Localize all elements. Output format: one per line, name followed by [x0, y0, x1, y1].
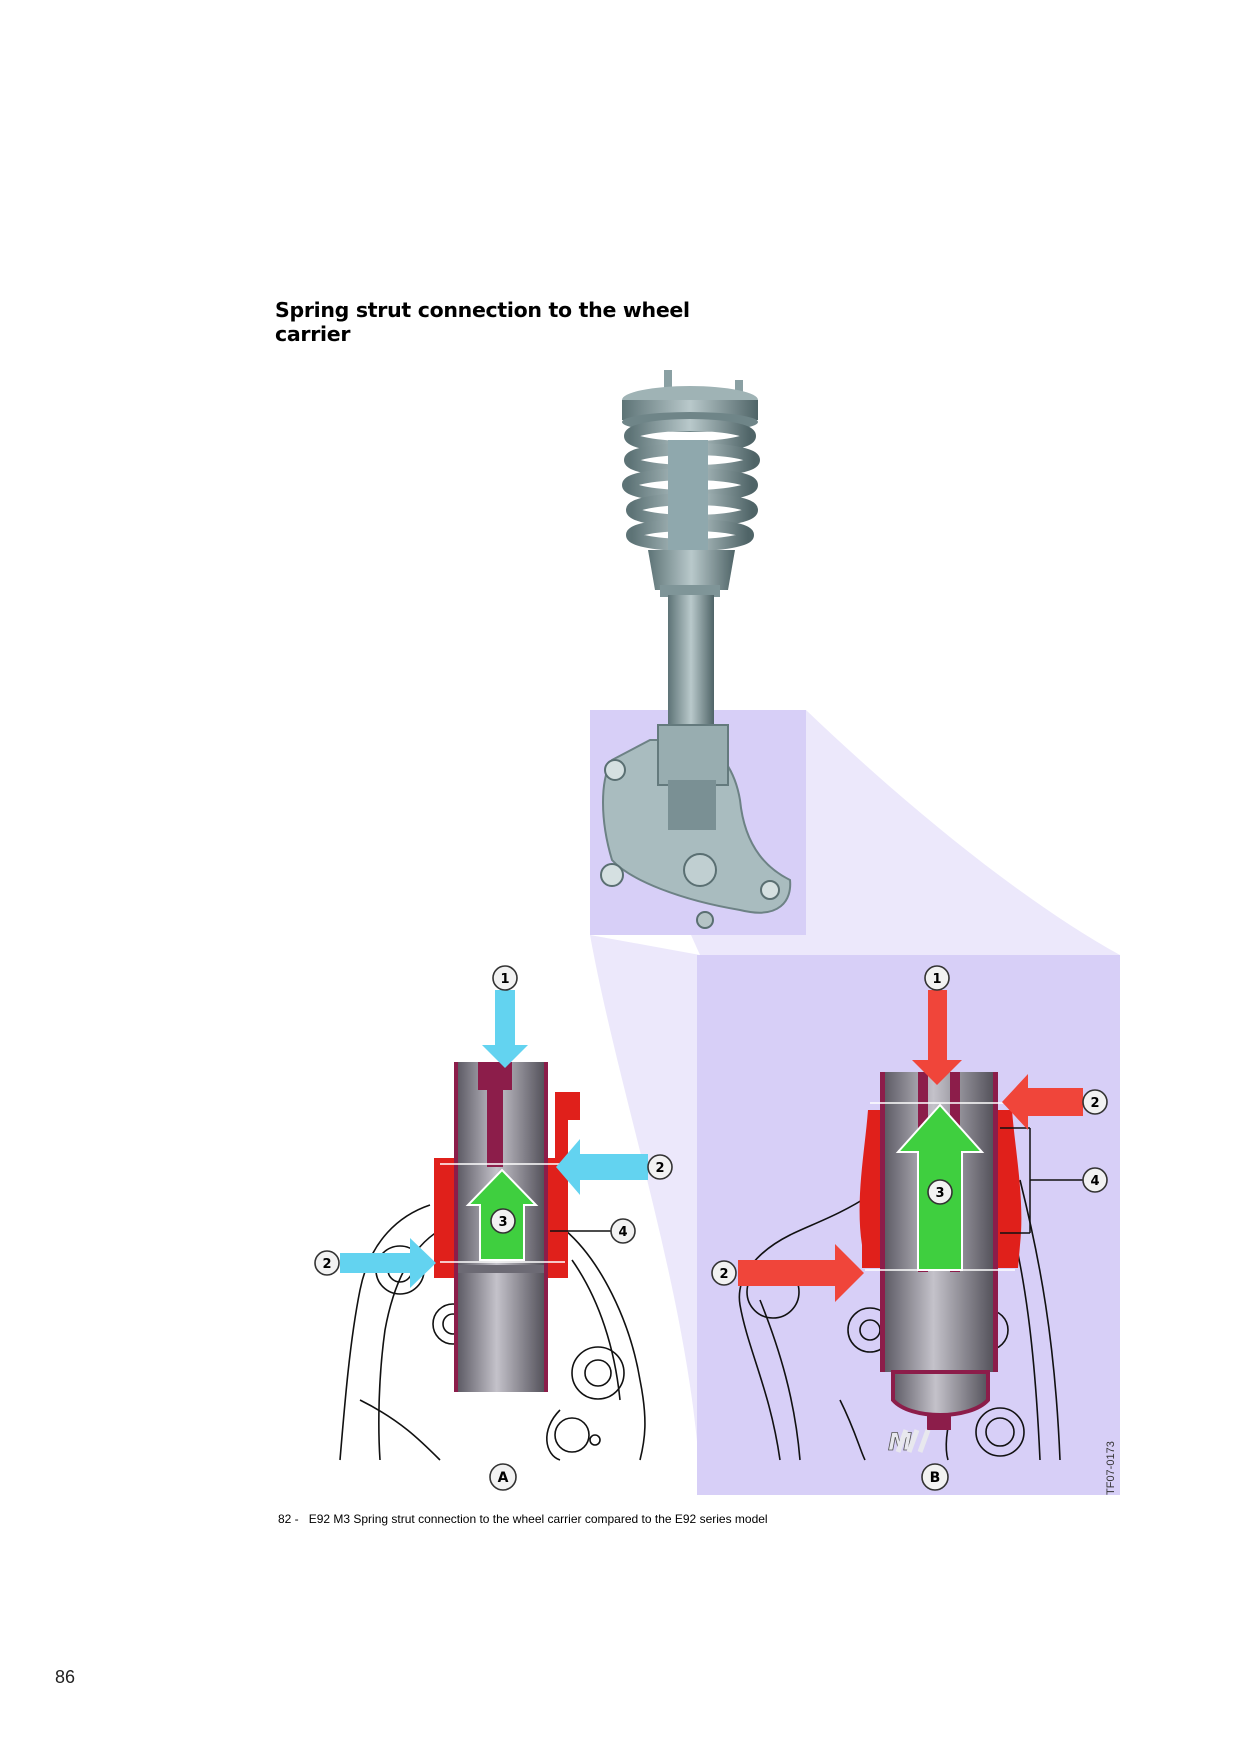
svg-text:4: 4	[618, 1225, 627, 1240]
callout-a-2-left: 2	[314, 1250, 340, 1276]
view-label-a: A	[489, 1463, 517, 1491]
strut-section-b: M	[859, 1072, 1085, 1456]
callout-b-3: 3	[927, 1179, 953, 1205]
callout-b-4: 4	[1082, 1167, 1108, 1193]
svg-text:3: 3	[935, 1186, 944, 1201]
svg-text:B: B	[930, 1470, 941, 1486]
reference-code: TF07-0173	[1105, 1441, 1117, 1495]
callouts-a: 1 2 2 3 4	[314, 965, 673, 1276]
callout-a-2-right: 2	[647, 1154, 673, 1180]
force-arrows-b	[738, 990, 1083, 1302]
callout-b-2-left: 2	[711, 1260, 737, 1286]
spring-strut-illustration	[600, 370, 792, 929]
svg-text:2: 2	[1090, 1096, 1099, 1111]
svg-text:1: 1	[932, 972, 941, 987]
callout-a-3: 3	[490, 1208, 516, 1234]
callout-b-1: 1	[924, 965, 950, 991]
svg-text:4: 4	[1090, 1174, 1099, 1189]
force-arrows-a	[340, 990, 648, 1288]
callouts-b: 1 2 2 3 4	[711, 965, 1108, 1286]
caption-text: E92 M3 Spring strut connection to the wh…	[308, 1512, 768, 1526]
figure-caption: 82 - E92 M3 Spring strut connection to th…	[278, 1512, 768, 1526]
callout-b-2-right: 2	[1082, 1089, 1108, 1115]
strut-section-a	[434, 1062, 612, 1392]
svg-text:2: 2	[655, 1161, 664, 1176]
svg-text:2: 2	[322, 1257, 331, 1272]
m-stripes	[895, 1429, 931, 1453]
callout-a-4: 4	[610, 1218, 636, 1244]
callout-a-1: 1	[492, 965, 518, 991]
caption-number: 82 -	[278, 1512, 299, 1526]
svg-text:1: 1	[500, 972, 509, 987]
svg-text:3: 3	[498, 1215, 507, 1230]
svg-text:2: 2	[719, 1267, 728, 1282]
page-title: Spring strut connection to the wheel car…	[275, 298, 690, 346]
page-number: 86	[55, 1667, 76, 1687]
view-label-b: B	[921, 1463, 949, 1491]
svg-text:A: A	[498, 1470, 509, 1486]
